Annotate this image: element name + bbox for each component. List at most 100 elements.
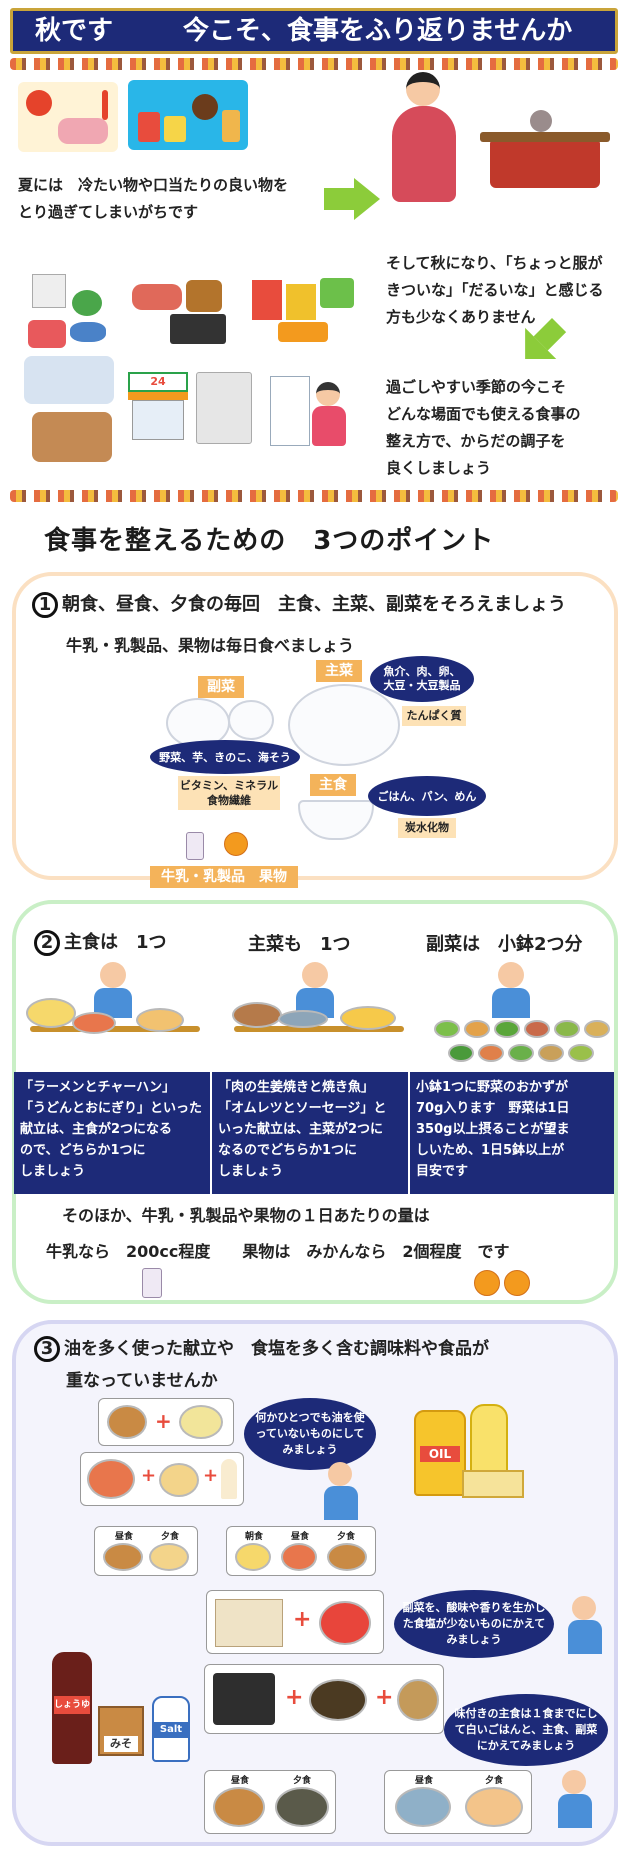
shusai-plate [288,684,400,766]
header-title-left: 秋です [35,16,114,46]
season-text: 過ごしやすい季節の今こそ どんな場面でも使える食事の 整え方で、からだの調子を … [386,374,624,482]
point2-other-1: そのほか、牛乳・乳製品や果物の１日あたりの量は [62,1206,430,1225]
side-dish-note-line: 小鉢1つに野菜のおかずが [416,1080,569,1095]
shushoku-tag: 主食 [310,774,356,796]
staple-note-line: 「うどんとおにぎり」といった [20,1101,203,1116]
main-dish-note: 「肉の生姜焼きと焼き魚」 「オムレツとソーセージ」と いった献立は、主菜が2つに… [212,1072,408,1194]
advisor-boy-3 [556,1770,596,1830]
season-text-line-4: 良くしましょう [386,459,492,477]
side-dish-note-line: 70g入ります 野菜は1日 [416,1101,570,1116]
oily-meal-2: + + [80,1452,244,1506]
store-sign: 24 [128,372,188,392]
point2-number: 2 [34,930,60,956]
header-title-right: 今こそ、食事をふり返りませんか [183,16,573,46]
point3-line-2: 重なっていませんか [66,1371,218,1391]
eating-out-illustration [18,352,122,472]
point2-h1: 主食は 1つ [64,932,167,953]
shushoku-nutrients: 炭水化物 [398,818,456,838]
orange-icon [504,1270,530,1296]
autumn-text-line-1: そして秋になり、「ちょっと服が [386,254,603,272]
point2-h2: 主菜も 1つ [248,934,351,955]
staple-note-line: しましょう [20,1164,86,1179]
seasoned-rice-bubble: 味付きの主食は１食までにして白いごはんと、主食、副菜にかえてみましょう [444,1694,608,1766]
meal-pair-1: 昼食 夕食 [94,1526,198,1576]
side-dish-note-line: しいため、1日5鉢以上が [416,1143,565,1158]
main-dish-note-line: 「オムレツとソーセージ」と [218,1101,387,1116]
point1-box [12,572,618,880]
fukusai-nutrients-1: ビタミン、ミネラル [179,779,279,792]
autumn-text-line-2: きついな」「だるいな」と感じる [386,281,604,299]
advisor-boy-1 [322,1462,362,1522]
oil-bottle-icon: OIL [414,1410,466,1496]
soy-label: しょうゆ [54,1696,90,1714]
salt-icon: Salt [152,1696,190,1762]
side-dish-note-line: 350g以上摂ることが望ま [416,1122,570,1137]
woman-tight-clothes-illustration [386,72,466,202]
plus-icon: + [293,1607,312,1632]
kotatsu-illustration [470,108,620,204]
point2-other-2: 牛乳なら 200cc程度 果物は みかんなら 2個程度 です [46,1242,510,1261]
miso-icon: みそ [98,1706,144,1756]
section-title: 食事を整えるための 3つのポイント [44,526,495,556]
bento-illustration [130,278,240,348]
summer-text-line-2: とり過ぎてしまいがちです [18,203,199,221]
summer-text: 夏には 冷たい物や口当たりの良い物を とり過ぎてしまいがちです [18,172,318,226]
main-dish-note-line: 「肉の生姜焼きと焼き魚」 [218,1080,375,1095]
cold-food-illustration [128,80,248,150]
meal-label: 夕食 [161,1532,180,1542]
salt-label: Salt [154,1722,188,1738]
thermometer-icon [102,90,108,120]
persimmon-icon [570,122,582,134]
fukusai-nutrients-2: 食物繊維 [207,794,251,807]
staple-note-line: ので、どちらか1つに [20,1143,146,1158]
orange-icon [474,1270,500,1296]
fukusai-bowl [228,700,274,740]
meal-label: 朝食 [245,1532,264,1542]
point1-line-2: 牛乳・乳製品、果物は毎日食べましょう [66,636,355,655]
plus-icon: + [285,1685,304,1710]
page-header: 秋です 今こそ、食事をふり返りませんか [10,8,618,54]
meal-label: 昼食 [115,1532,134,1542]
point2-h3: 副菜は 小鉢2つ分 [426,934,583,955]
plus-icon: + [375,1685,394,1710]
main-dish-note-line: いった献立は、主菜が2つに [218,1122,384,1137]
cat-icon [530,110,552,132]
meal-label: 夕食 [293,1776,312,1786]
shushoku-oval: ごはん、パン、めん [368,776,486,816]
staple-note-line: 「ラーメンとチャーハン」 [20,1080,176,1095]
leaf-border-top [10,58,618,70]
milk-icon [142,1268,162,1298]
salt-advice-bubble: 副菜を、酸味や香りを生かした食塩が少ないものにかえてみましょう [394,1590,554,1658]
season-text-line-1: 過ごしやすい季節の今こそ [386,378,566,396]
meal-label: 夕食 [337,1532,356,1542]
side-dish-note-line: 目安です [416,1164,469,1179]
advisor-boy-2 [566,1596,606,1656]
sleeping-person [58,118,108,144]
meal-label: 昼食 [231,1776,250,1786]
miso-label: みそ [104,1736,138,1752]
meal-label: 昼食 [291,1532,310,1542]
shusai-oval: 魚介、肉、卵、 大豆・大豆製品 [370,656,474,702]
oily-meal-1: + [98,1398,234,1446]
main-dish-note-line: なるのでどちらか1つに [218,1143,358,1158]
sun-icon [26,90,52,116]
point1-number: 1 [32,592,58,618]
staple-note-line: 献立は、主食が2つになる [20,1122,173,1137]
point3-line-1: 油を多く使った献立や 食塩を多く含む調味料や食品が [64,1339,489,1359]
shusai-tag: 主菜 [316,660,362,682]
salty-meal-1: + [206,1590,384,1654]
shusai-oval-1: 魚介、肉、卵、 [383,665,461,678]
orange-icon [224,832,248,856]
plus-icon: + [203,1465,219,1486]
autumn-text: そして秋になり、「ちょっと服が きついな」「だるいな」と感じる 方も少なくありま… [386,250,624,331]
plus-icon: + [155,1409,172,1433]
season-text-line-2: どんな場面でも使える食事の [386,405,581,423]
salty-meal-2: + + [204,1664,444,1734]
oil-label: OIL [420,1446,460,1462]
autumn-text-line-3: 方も少なくありません [386,308,536,326]
season-text-line-3: 整え方で、からだの調子を [386,432,566,450]
side-dish-note: 小鉢1つに野菜のおかずが 70g入ります 野菜は1日 350g以上摂ることが望ま… [410,1072,614,1194]
sleeping-heat-illustration [18,82,118,152]
